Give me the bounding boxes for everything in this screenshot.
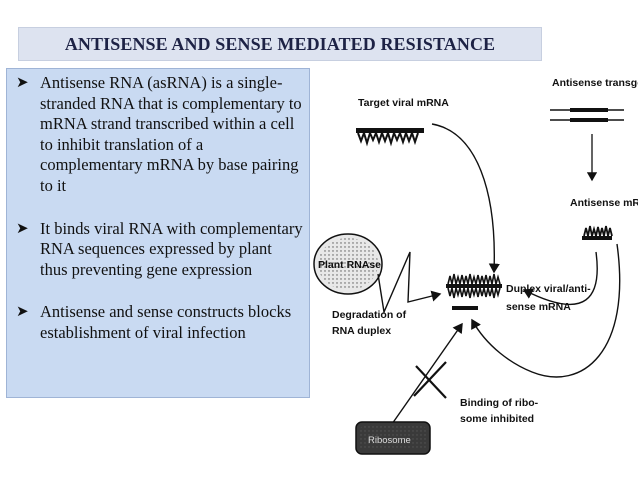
antisense-to-duplex-arrow — [522, 251, 598, 306]
plant-rnase-blob — [313, 233, 383, 295]
arrow-bullet-icon: ➤ — [16, 75, 29, 91]
slide-title-bar: ANTISENSE AND SENSE MEDIATED RESISTANCE — [18, 27, 542, 61]
bullet-item: ➤ It binds viral RNA with complementary … — [13, 219, 303, 281]
duplex-label-line2: sense mRNA — [506, 301, 571, 313]
bullet-text: It binds viral RNA with complementary RN… — [40, 218, 303, 279]
binding-label-line2: some inhibited — [460, 413, 534, 425]
antisense-mrna-label: Antisense mRNA — [570, 197, 638, 209]
antisense-transgene-label: Antisense transgene — [552, 77, 638, 89]
arrow-bullet-icon: ➤ — [16, 220, 29, 237]
rnase-attack-arrow — [377, 251, 442, 315]
duplex-strand — [446, 273, 502, 310]
antisense-mrna-strand — [582, 225, 613, 240]
plant-rnase-label: Plant RNAse — [318, 259, 381, 271]
bullet-text-box: ➤ Antisense RNA (asRNA) is a single-stra… — [6, 68, 310, 398]
bullet-text: Antisense and sense constructs blocks es… — [40, 302, 292, 342]
arrow-bullet-icon: ➤ — [16, 304, 29, 321]
binding-label-line1: Binding of ribo- — [460, 397, 539, 409]
blocked-x-icon — [413, 361, 447, 399]
duplex-label-line1: Duplex viral/anti- — [506, 283, 591, 295]
target-viral-mrna-strand — [356, 128, 424, 147]
degradation-label-line1: Degradation of — [332, 309, 407, 321]
slide-title: ANTISENSE AND SENSE MEDIATED RESISTANCE — [64, 33, 496, 54]
ribosome-binding-arrow — [391, 322, 463, 425]
bullet-text: Antisense RNA (asRNA) is a single-strand… — [40, 73, 302, 195]
bullet-item: ➤ Antisense and sense constructs blocks … — [13, 302, 303, 343]
target-viral-mrna-label: Target viral mRNA — [358, 97, 449, 109]
ribosome-blob — [355, 421, 431, 455]
target-to-duplex-arrow — [431, 123, 500, 274]
antisense-diagram: Target viral mRNA Antisense transgene An… — [312, 62, 638, 478]
ribosome-label: Ribosome — [368, 435, 411, 446]
bullet-item: ➤ Antisense RNA (asRNA) is a single-stra… — [13, 73, 303, 197]
degradation-label-line2: RNA duplex — [332, 325, 391, 337]
recycle-arrow — [471, 243, 621, 378]
antisense-transgene-dna — [550, 108, 624, 122]
